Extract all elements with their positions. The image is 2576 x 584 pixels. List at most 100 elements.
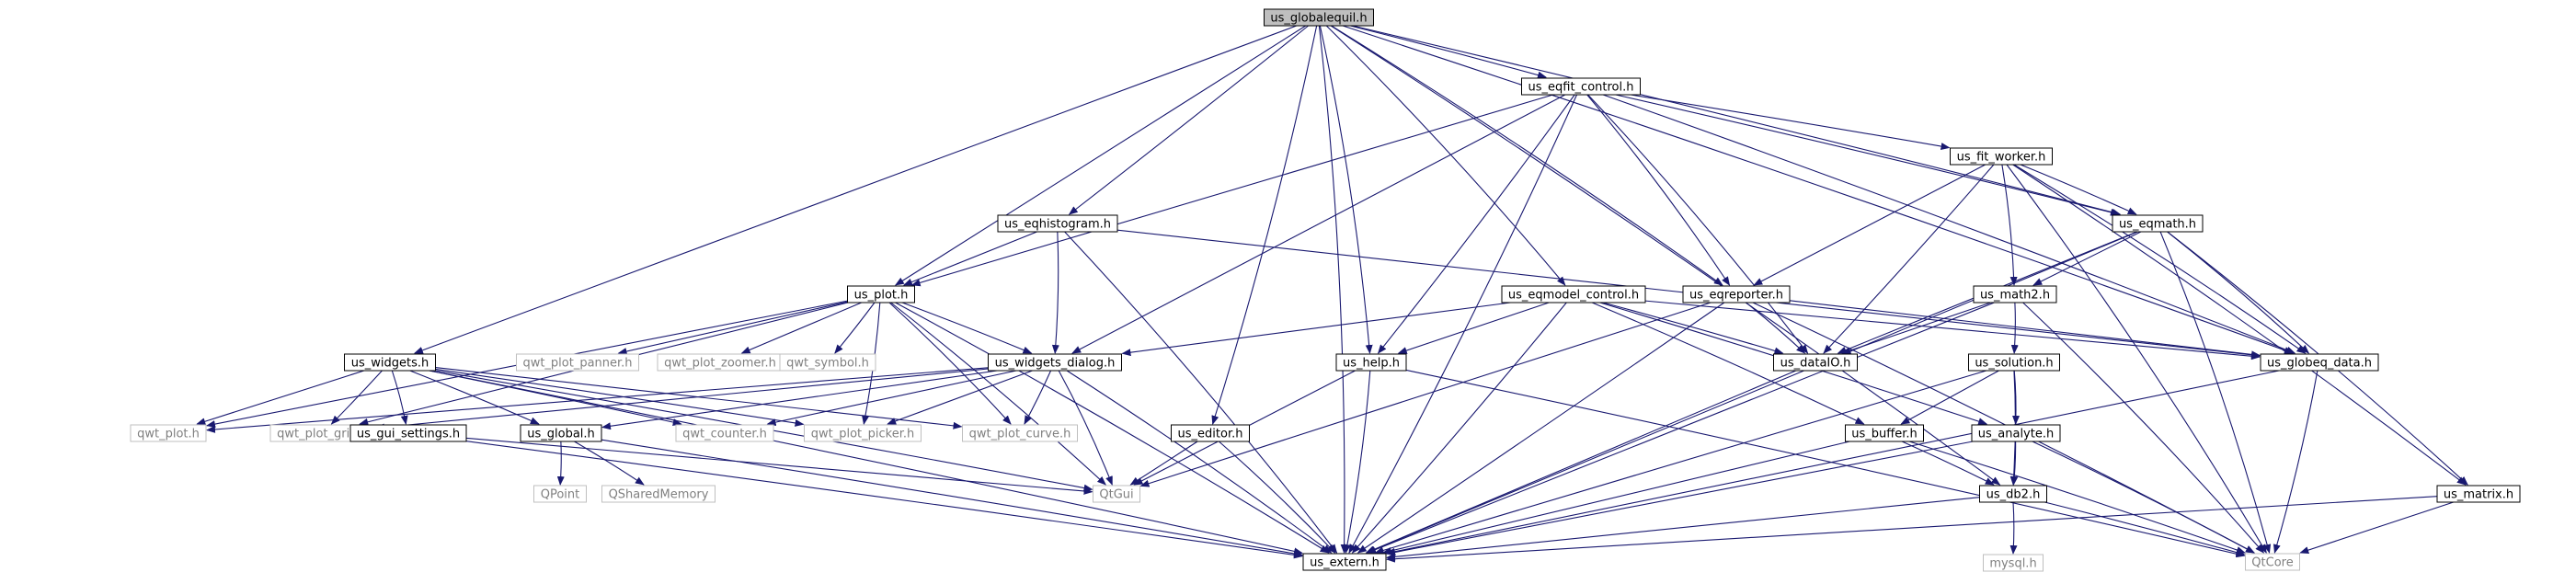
node-eqmath[interactable]: us_eqmath.h xyxy=(2112,214,2204,233)
edge-math2-to-extern xyxy=(1367,302,1995,554)
edge-plot-to-extern xyxy=(895,302,1330,554)
node-solution[interactable]: us_solution.h xyxy=(1968,353,2060,372)
node-box xyxy=(1521,77,1641,96)
node-eqreporter[interactable]: us_eqreporter.h xyxy=(1682,285,1791,303)
edge-eqfit_control-to-extern xyxy=(1348,94,1578,554)
edge-db2-to-extern xyxy=(1386,497,1980,561)
node-box xyxy=(675,424,774,442)
node-gui-settings[interactable]: us_gui_settings.h xyxy=(349,424,467,442)
node-qwt-symbol: qwt_symbol.h xyxy=(779,353,876,372)
edge-eqmodel_control-to-globeq_data xyxy=(1644,300,2261,361)
node-editor[interactable]: us_editor.h xyxy=(1171,424,1250,442)
node-label: us_solution.h xyxy=(1975,357,2053,371)
edge-eqfit_control-to-widgets_dialog xyxy=(1071,94,1566,354)
node-globeq-data[interactable]: us_globeq_data.h xyxy=(2260,353,2379,372)
node-box xyxy=(1682,285,1791,303)
edge-root-to-db2 xyxy=(1330,25,2001,486)
edge-root-to-help xyxy=(1319,25,1373,354)
edge-eqfit_control-to-globeq_data xyxy=(1602,94,2296,354)
edge-fit_worker-to-eqmath xyxy=(2020,164,2137,215)
edge-fit_worker-to-matrix xyxy=(2012,164,2467,486)
node-label: us_matrix.h xyxy=(2444,488,2513,502)
node-box xyxy=(533,485,587,503)
node-label: us_fit_worker.h xyxy=(1957,151,2046,165)
node-label: us_dataIO.h xyxy=(1780,357,1851,371)
node-box xyxy=(1171,424,1250,442)
node-label: us_math2.h xyxy=(1980,289,2050,303)
node-qwt-plot-panner: qwt_plot_panner.h xyxy=(516,353,639,372)
edge-solution-to-extern xyxy=(1374,370,1986,555)
edge-widgets_dialog-to-qwt_plot_curve xyxy=(1024,370,1052,425)
node-mysql: mysql.h xyxy=(1983,554,2044,572)
edge-widgets-to-extern xyxy=(429,370,1303,555)
node-box xyxy=(804,424,922,442)
edge-eqreporter-to-globeq_data xyxy=(1789,300,2261,359)
node-widgets[interactable]: us_widgets.h xyxy=(344,353,436,372)
node-eqfit-control[interactable]: us_eqfit_control.h xyxy=(1521,77,1641,96)
node-label: us_db2.h xyxy=(1986,488,2041,502)
node-widgets-dialog[interactable]: us_widgets_dialog.h xyxy=(988,353,1122,372)
edge-fit_worker-to-eqreporter xyxy=(1753,164,1986,286)
node-help[interactable]: us_help.h xyxy=(1335,353,1407,372)
edge-eqfit_control-to-eqreporter xyxy=(1586,94,1731,286)
node-qpoint: QPoint xyxy=(533,485,587,503)
node-box xyxy=(988,353,1122,372)
node-eqmodel-control[interactable]: us_eqmodel_control.h xyxy=(1501,285,1646,303)
node-plot[interactable]: us_plot.h xyxy=(847,285,915,303)
edge-db2-to-qtcore xyxy=(2044,501,2246,556)
node-label: us_widgets_dialog.h xyxy=(995,357,1116,371)
node-qwt-plot-grid: qwt_plot_grid.h xyxy=(269,424,376,442)
edge-eqfit_control-to-help xyxy=(1377,94,1575,354)
edge-buffer-to-db2 xyxy=(1901,441,1995,486)
node-box xyxy=(779,353,876,372)
node-label: qwt_plot_grid.h xyxy=(277,428,369,441)
node-box xyxy=(1335,353,1407,372)
node-buffer[interactable]: us_buffer.h xyxy=(1845,424,1924,442)
node-qtcore: QtCore xyxy=(2245,553,2300,571)
node-math2[interactable]: us_math2.h xyxy=(1973,285,2057,303)
edge-plot-to-qwt_plot_panner xyxy=(617,301,848,355)
edge-matrix-to-extern xyxy=(1386,496,2438,563)
node-global[interactable]: us_global.h xyxy=(520,424,602,442)
node-qwt-plot-curve: qwt_plot_curve.h xyxy=(962,424,1078,442)
node-analyte[interactable]: us_analyte.h xyxy=(1971,424,2061,442)
node-extern[interactable]: us_extern.h xyxy=(1302,553,1387,571)
node-qwt-plot: qwt_plot.h xyxy=(130,424,207,442)
edge-eqmath-to-math2 xyxy=(2032,231,2142,286)
dependency-nodes: us_globalequil.h us_eqfit_control.h us_eqh… xyxy=(130,8,2521,572)
node-label: QPoint xyxy=(541,488,580,502)
node-box xyxy=(520,424,602,442)
edge-eqreporter-to-dataIO xyxy=(1746,302,1806,354)
node-fit-worker[interactable]: us_fit_worker.h xyxy=(1950,147,2053,166)
node-label: qwt_counter.h xyxy=(682,428,767,441)
node-label: qwt_plot.h xyxy=(137,428,200,441)
node-box xyxy=(1773,353,1858,372)
edge-gui_settings-to-qtgui xyxy=(465,437,1093,495)
node-label: us_globeq_data.h xyxy=(2267,357,2372,371)
node-box xyxy=(516,353,639,372)
edge-plot-to-qwt_plot_zoomer xyxy=(740,302,862,354)
node-box xyxy=(2112,214,2204,233)
node-label: QSharedMemory xyxy=(609,488,709,502)
edge-root-to-eqmath xyxy=(1352,25,2122,216)
node-matrix[interactable]: us_matrix.h xyxy=(2436,485,2521,503)
node-label: us_eqreporter.h xyxy=(1689,289,1783,303)
edge-root-to-editor xyxy=(1211,25,1318,425)
dependency-edges xyxy=(196,25,2468,563)
edge-global-to-extern xyxy=(601,439,1303,557)
node-label: us_widgets.h xyxy=(351,357,429,371)
node-eqhistogram[interactable]: us_eqhistogram.h xyxy=(997,214,1118,233)
node-db2[interactable]: us_db2.h xyxy=(1979,485,2047,503)
edge-analyte-to-extern xyxy=(1386,441,1974,556)
edge-analyte-to-qtcore xyxy=(2032,441,2255,554)
edge-eqhistogram-to-extern xyxy=(1064,231,1338,554)
node-label: us_help.h xyxy=(1343,357,1400,371)
node-box xyxy=(1971,424,2061,442)
node-qwt-counter: qwt_counter.h xyxy=(675,424,774,442)
node-label: us_eqfit_control.h xyxy=(1528,81,1634,95)
edge-plot-to-widgets_dialog xyxy=(901,302,1033,354)
node-dataIO[interactable]: us_dataIO.h xyxy=(1773,353,1858,372)
edge-eqfit_control-to-fit_worker xyxy=(1631,94,1951,151)
node-root[interactable]: us_globalequil.h xyxy=(1264,8,1374,27)
